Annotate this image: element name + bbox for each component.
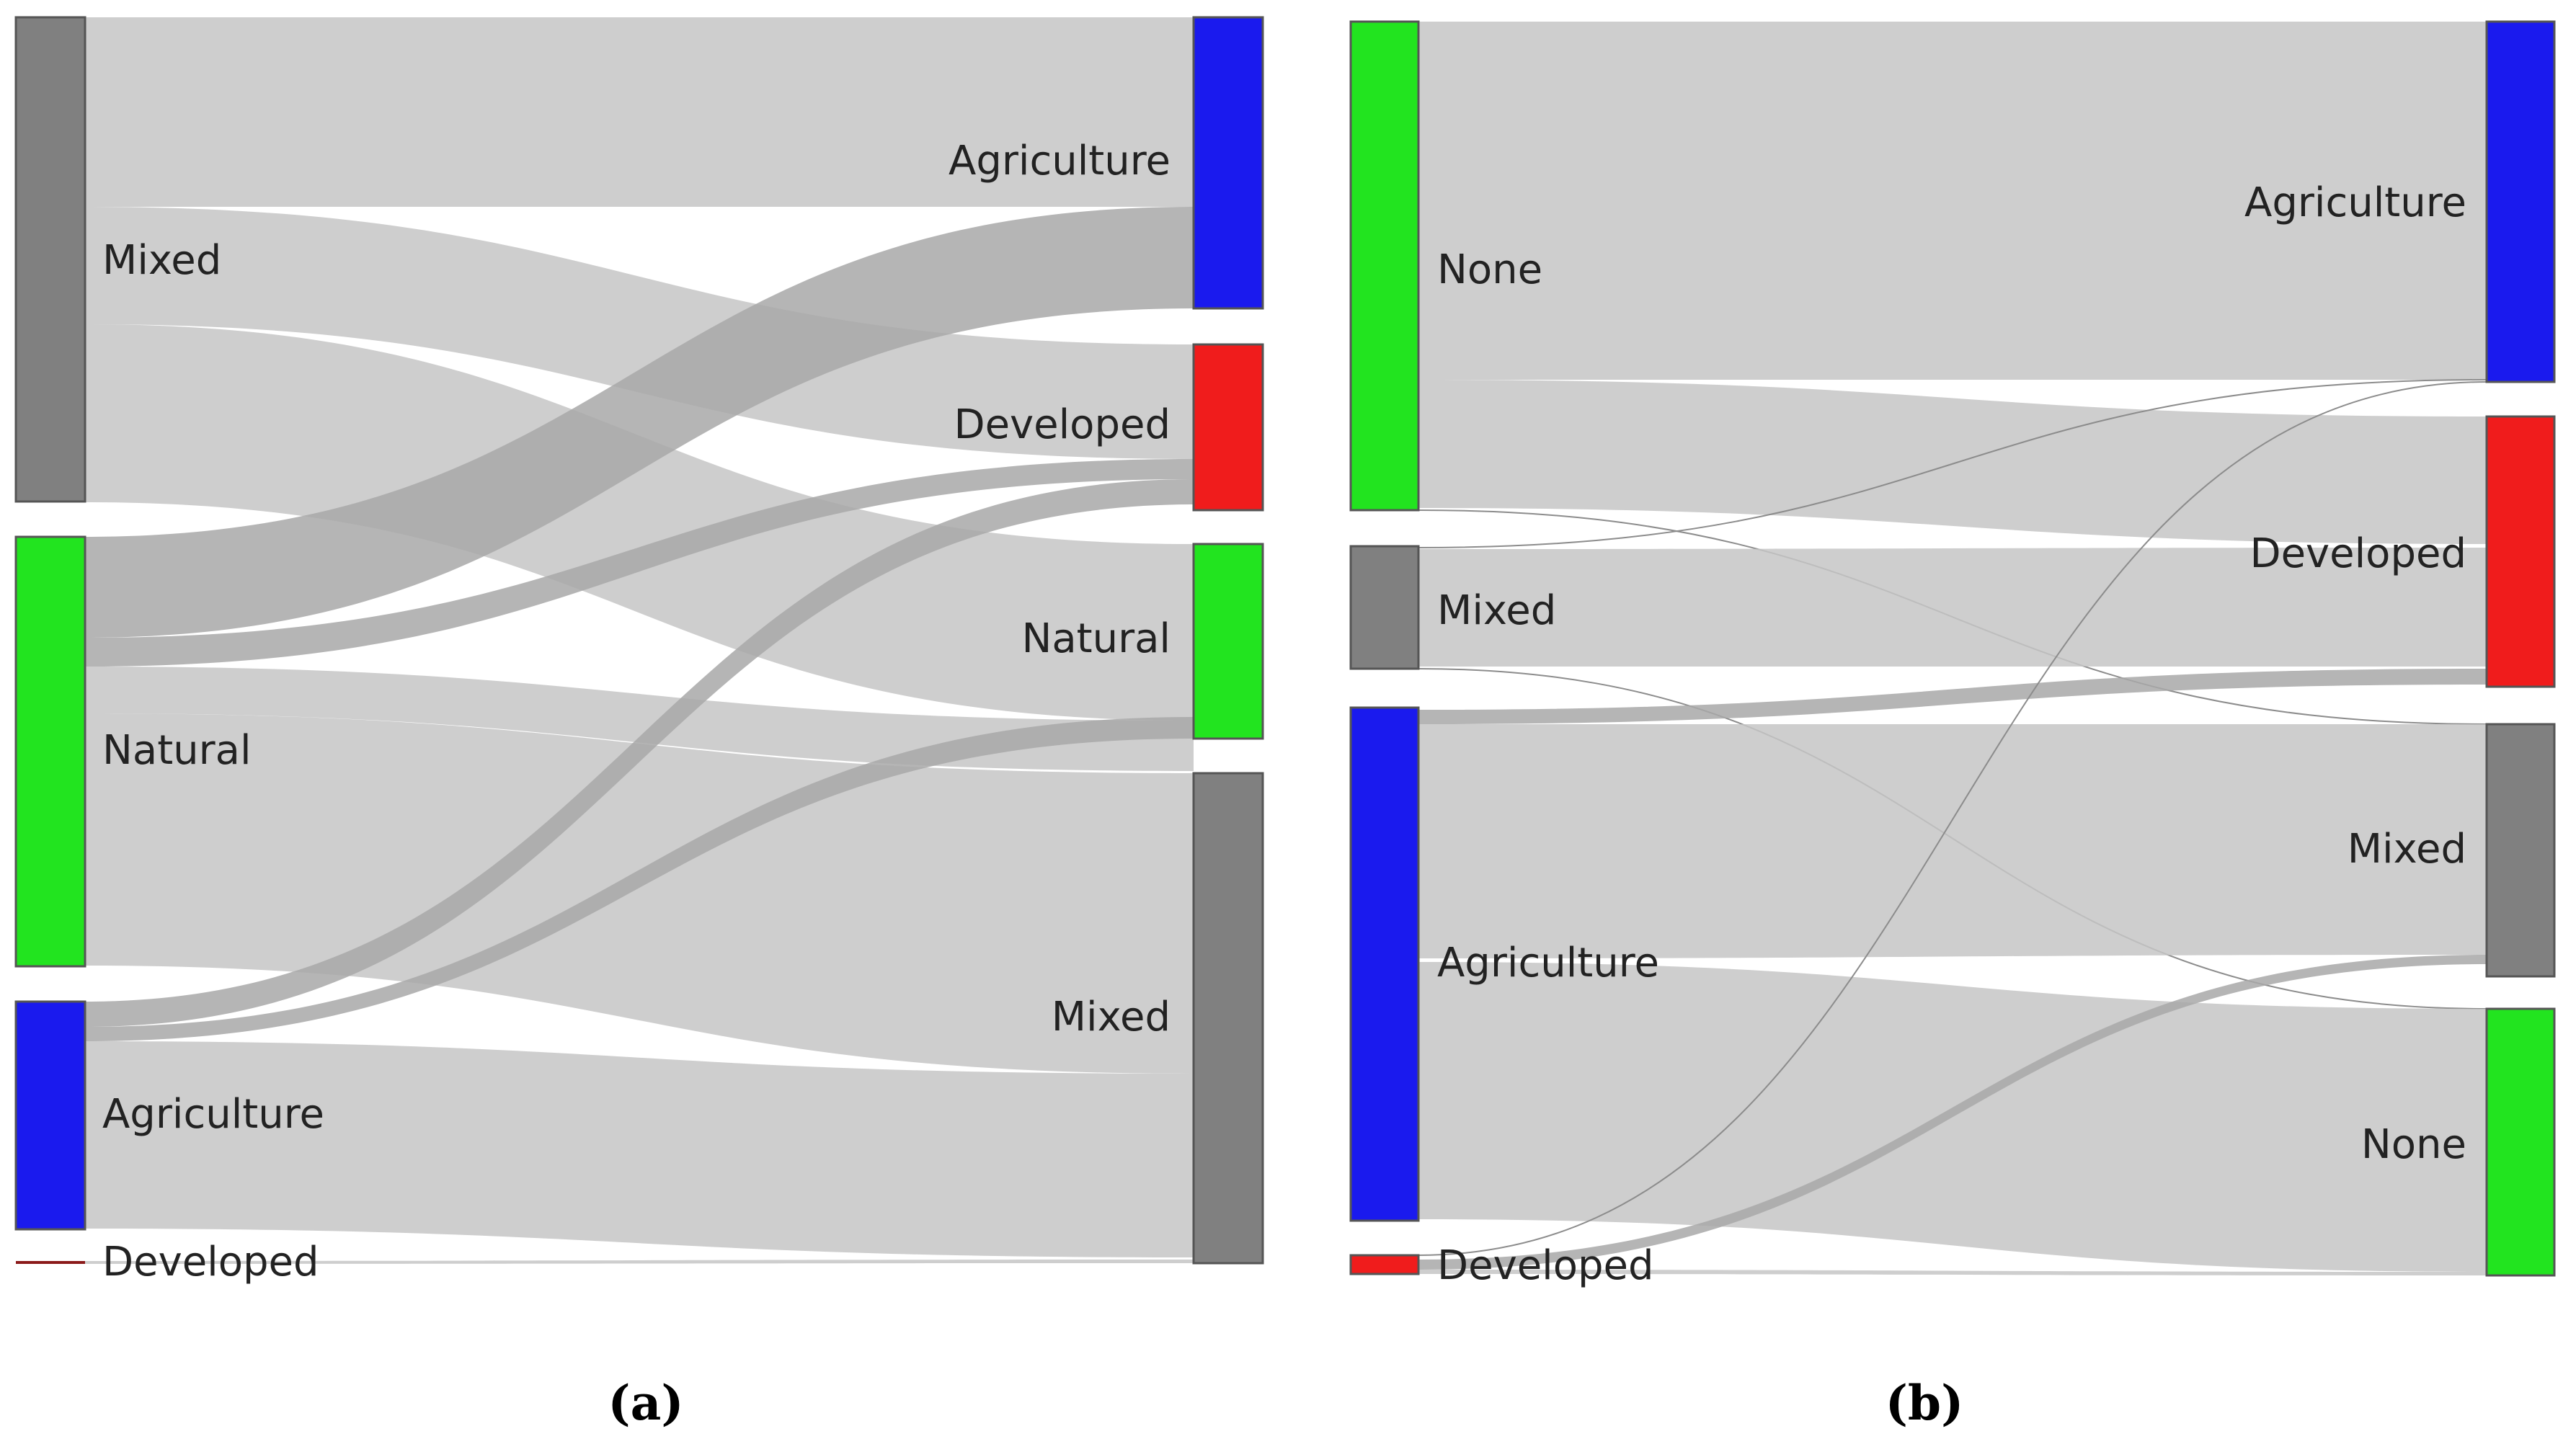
label-a-right-agriculture: Agriculture — [949, 138, 1171, 184]
label-b-left-none: None — [1437, 246, 1542, 293]
flow-b-none-to-agriculture — [1418, 22, 2487, 380]
flow-a-mixed-to-natural — [85, 324, 1194, 721]
flow-b-agriculture-to-mixed — [1418, 724, 2487, 958]
label-b-left-mixed: Mixed — [1437, 587, 1556, 634]
flow-b-developed-to-agriculture — [1418, 381, 2487, 1256]
node-a-right-developed — [1192, 343, 1264, 512]
label-a-right-natural: Natural — [1021, 615, 1171, 662]
node-a-left-natural — [14, 535, 86, 968]
label-a-left-developed: Developed — [102, 1239, 319, 1286]
node-b-left-agriculture — [1349, 706, 1420, 1222]
flow-a-developed-to-mixed — [85, 1260, 1194, 1264]
flow-a-natural-to-developed — [85, 459, 1194, 667]
label-b-left-developed: Developed — [1437, 1242, 1654, 1289]
label-a-left-mixed: Mixed — [102, 237, 221, 284]
label-b-left-agriculture: Agriculture — [1437, 940, 1659, 986]
panel-a-links — [85, 17, 1194, 1264]
flow-b-agriculture-to-developed — [1418, 669, 2487, 724]
flow-b-developed-to-none — [1418, 1270, 2487, 1275]
panel-b: None Mixed Agriculture Developed Agricul… — [1349, 20, 2556, 1431]
node-b-right-mixed — [2485, 723, 2556, 978]
label-a-left-agriculture: Agriculture — [102, 1091, 324, 1138]
label-a-right-mixed: Mixed — [1052, 994, 1171, 1041]
flow-a-agriculture-to-developed — [85, 479, 1194, 1027]
flow-a-natural-to-agriculture — [85, 207, 1194, 638]
label-b-right-developed: Developed — [2249, 530, 2466, 577]
flow-a-mixed-to-developed — [85, 207, 1194, 459]
flow-b-mixed-to-developed — [1418, 548, 2487, 667]
flow-a-natural-to-natural — [85, 667, 1194, 771]
flow-b-developed-to-mixed — [1418, 955, 2487, 1270]
panel-a: Mixed Natural Agriculture Developed Agri… — [14, 16, 1264, 1431]
node-b-left-mixed — [1349, 545, 1420, 670]
node-b-right-none — [2485, 1007, 2556, 1277]
label-a-right-developed: Developed — [954, 401, 1171, 448]
node-a-right-natural — [1192, 543, 1264, 740]
label-b-right-none: None — [2361, 1121, 2466, 1168]
node-a-left-agriculture — [14, 1000, 86, 1231]
flow-a-mixed-to-agriculture — [85, 17, 1194, 207]
node-a-left-mixed — [14, 16, 86, 503]
flow-a-agriculture-to-mixed — [85, 1041, 1194, 1257]
label-b-right-mixed: Mixed — [2348, 826, 2466, 873]
node-a-right-mixed — [1192, 772, 1264, 1265]
node-a-right-agriculture — [1192, 16, 1264, 310]
panel-b-links — [1418, 22, 2487, 1275]
node-b-left-none — [1349, 20, 1420, 512]
label-a-left-natural: Natural — [102, 727, 252, 774]
node-b-left-developed — [1349, 1254, 1420, 1275]
node-b-right-agriculture — [2485, 20, 2556, 383]
flow-a-agriculture-to-natural — [85, 717, 1194, 1041]
label-b-right-agriculture: Agriculture — [2244, 179, 2466, 226]
node-b-right-developed — [2485, 415, 2556, 688]
flow-b-mixed-to-agriculture — [1418, 379, 2487, 548]
flow-b-none-to-developed — [1418, 380, 2487, 544]
caption-b: (b) — [1886, 1375, 1964, 1431]
caption-a: (a) — [608, 1375, 683, 1431]
flow-a-natural-to-mixed — [85, 713, 1194, 1074]
